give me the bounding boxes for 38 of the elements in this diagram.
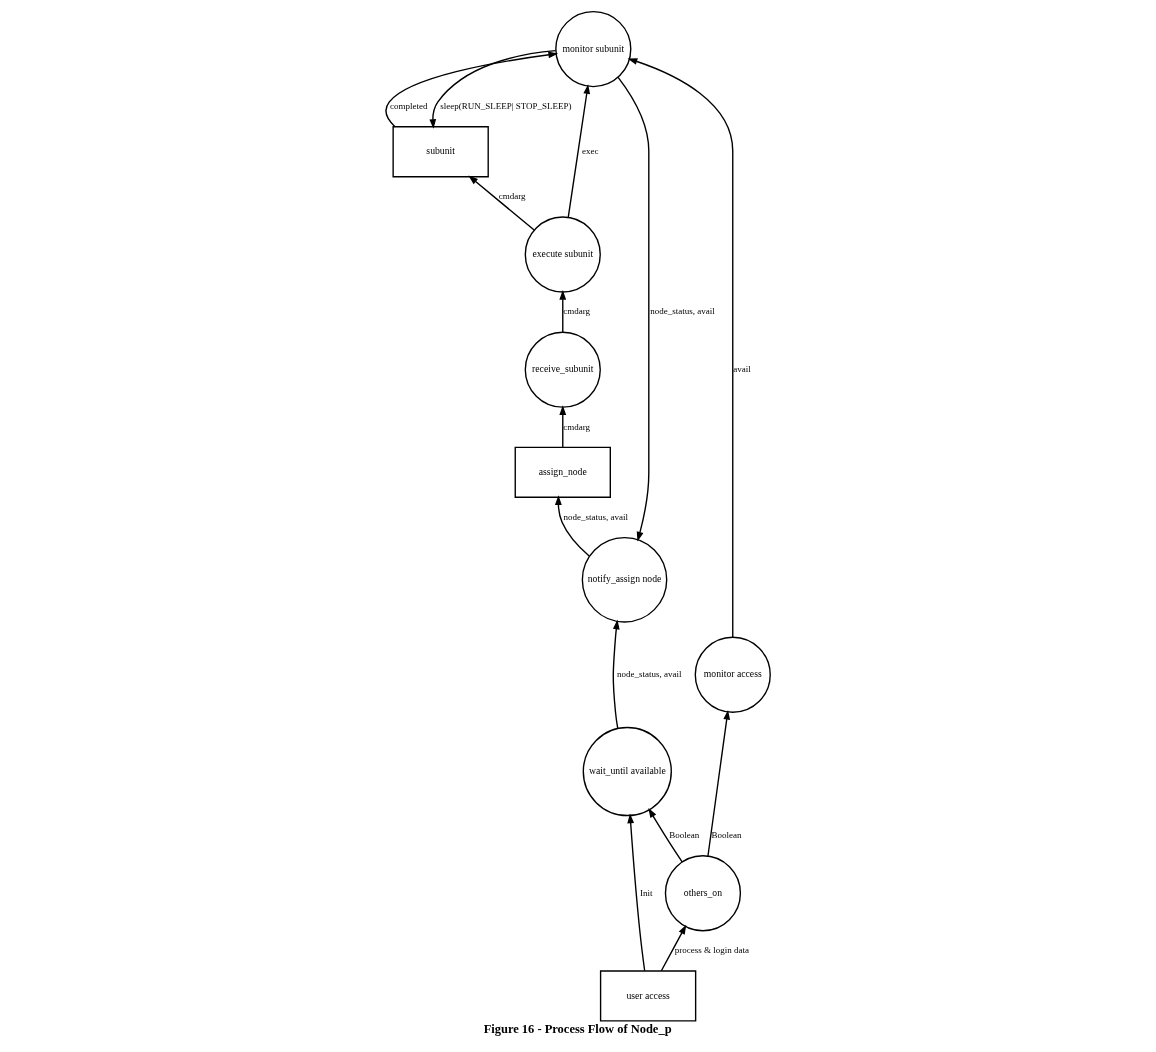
arrow	[627, 58, 734, 638]
edge-label: completed	[390, 101, 428, 112]
arrow	[567, 84, 591, 218]
edge-label: Init	[640, 887, 653, 898]
arrow	[617, 76, 650, 542]
edge-label: sleep(RUN_SLEEP| STOP_SLEEP)	[440, 101, 572, 112]
edge-label: cmdarg	[498, 191, 526, 202]
node-box: user access	[599, 970, 697, 1022]
node-circle: monitor access	[694, 636, 771, 713]
node-box: subunit	[392, 126, 489, 178]
edge-label: cmdarg	[563, 421, 591, 432]
edge-label: node_status, avail	[650, 306, 715, 317]
edge-label: node_status, avail	[616, 669, 682, 680]
edge-label: Boolean	[711, 830, 742, 841]
node-circle: monitor subunit	[555, 10, 632, 88]
node-circle: notify_assign node	[581, 536, 668, 623]
arrow	[612, 619, 620, 730]
caption: Figure 16 - Process Flow of Node_p	[483, 1022, 672, 1036]
arrow	[554, 495, 590, 557]
edge-label: Boolean	[669, 830, 700, 841]
edge-label: exec	[581, 146, 599, 157]
arrow	[429, 49, 557, 129]
edge-label: cmdarg	[563, 306, 591, 317]
edge-label: process & login data	[674, 945, 750, 956]
arrow	[660, 924, 687, 972]
node-circle: execute subunit	[524, 216, 601, 293]
node-box: assign_node	[514, 446, 611, 498]
edge-label: avail	[733, 364, 751, 375]
arrow	[707, 709, 731, 857]
arrow	[385, 51, 559, 128]
arrow	[559, 405, 567, 448]
arrow	[627, 813, 646, 972]
node-circle: receive_subunit	[524, 331, 601, 408]
arrow	[648, 808, 683, 863]
arrow	[468, 175, 535, 231]
node-circle: others_on	[664, 855, 742, 932]
edge-label: node_status, avail	[563, 511, 628, 522]
arrow	[559, 290, 567, 333]
